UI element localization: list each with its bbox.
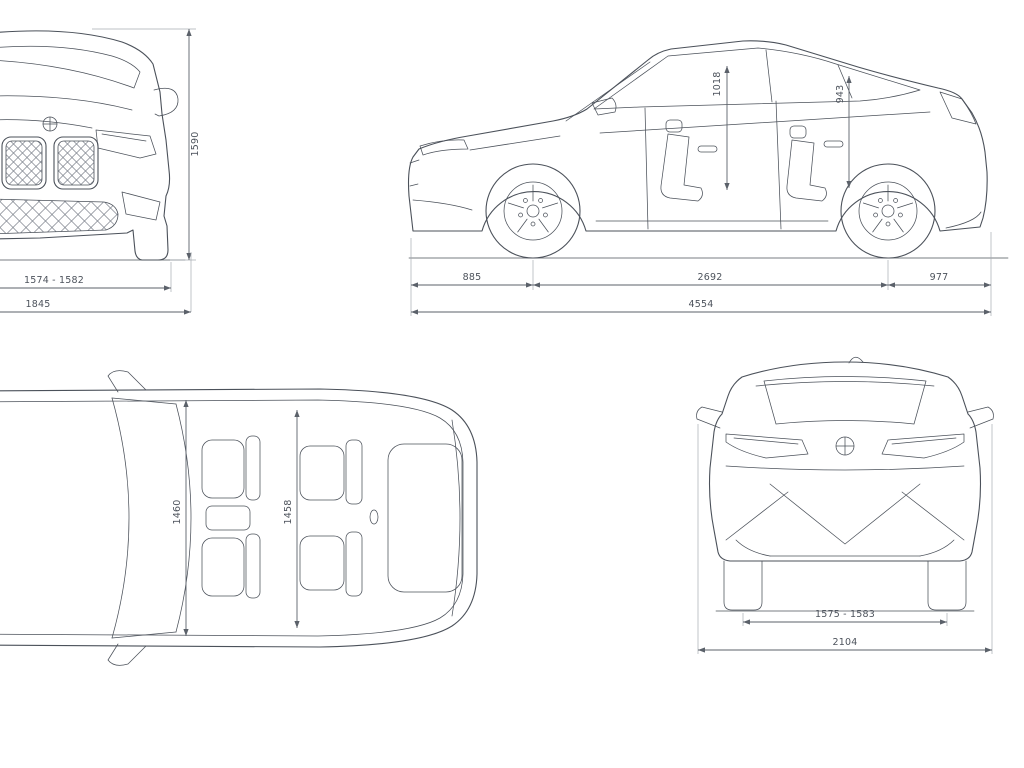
rear-taillight-left bbox=[725, 433, 809, 459]
front-interior-width-label: 1460 bbox=[172, 500, 183, 525]
top-view: 1460 1458 bbox=[0, 370, 478, 666]
front-mirror bbox=[153, 87, 179, 117]
rear-headroom-label: 943 bbox=[835, 85, 846, 104]
rear-track-label: 1575 - 1583 bbox=[815, 609, 875, 620]
top-mirror-left bbox=[107, 370, 147, 393]
front-view: 1590 1574 - 1582 1845 bbox=[0, 28, 201, 315]
hood-creases bbox=[0, 95, 133, 129]
rear-wheel-right bbox=[927, 560, 967, 611]
side-headlight bbox=[419, 139, 469, 156]
top-body-innerline bbox=[0, 399, 464, 637]
lower-intake-mesh bbox=[0, 198, 119, 235]
top-mirror-right bbox=[107, 643, 147, 666]
rear-window bbox=[763, 376, 927, 425]
rear-interior-width-label: 1458 bbox=[283, 500, 294, 525]
side-glass bbox=[593, 47, 921, 110]
tailgate-crease bbox=[725, 465, 965, 471]
rear-overall-width-label: 2104 bbox=[833, 637, 858, 648]
side-dimensions: 885 2692 977 4554 1018 943 bbox=[410, 66, 992, 316]
top-rear-window bbox=[387, 443, 463, 593]
side-view: 885 2692 977 4554 1018 943 bbox=[407, 40, 1009, 316]
rear-door-handle bbox=[823, 140, 844, 148]
lower-trim-right bbox=[121, 191, 161, 221]
center-console bbox=[205, 505, 251, 531]
top-windshield bbox=[111, 397, 192, 639]
rear-wheel-left bbox=[723, 560, 763, 611]
front-dimensions: 1590 1574 - 1582 1845 bbox=[0, 28, 201, 315]
front-body-outline bbox=[0, 30, 171, 261]
front-headlight bbox=[95, 129, 157, 159]
rear-mirror-left bbox=[696, 406, 723, 429]
top-dimensions: 1460 1458 bbox=[172, 400, 300, 636]
front-wheel bbox=[485, 163, 581, 259]
door-lines bbox=[469, 100, 931, 230]
front-headroom-label: 1018 bbox=[712, 72, 723, 97]
rear-view: 1575 - 1583 2104 bbox=[696, 356, 994, 654]
overall-length-label: 4554 bbox=[689, 299, 714, 310]
rear-taillight-right bbox=[881, 433, 965, 459]
rear-mirror-right bbox=[967, 406, 994, 429]
front-fascia-details bbox=[409, 159, 473, 211]
front-windshield bbox=[0, 45, 141, 89]
side-rear-seat bbox=[786, 125, 827, 202]
overall-width-label: 1845 bbox=[26, 299, 51, 310]
antenna-fin bbox=[369, 509, 379, 525]
side-front-seat bbox=[660, 119, 703, 202]
rear-wheel bbox=[840, 163, 936, 259]
rear-dimensions: 1575 - 1583 2104 bbox=[697, 424, 993, 654]
top-front-seats bbox=[201, 435, 261, 599]
vehicle-height-label: 1590 bbox=[190, 132, 201, 157]
wheelbase-label: 2692 bbox=[698, 272, 723, 283]
rear-spoiler-line bbox=[755, 381, 935, 387]
rear-antenna-fin bbox=[848, 356, 864, 364]
bmw-roundel-front bbox=[42, 116, 58, 132]
side-mirror bbox=[591, 97, 617, 116]
pillar-lines bbox=[565, 49, 853, 122]
bmw-roundel-rear bbox=[835, 436, 855, 456]
rear-body-outline bbox=[708, 361, 982, 562]
front-track-label: 1574 - 1582 bbox=[24, 275, 84, 286]
rear-overhang-label: 977 bbox=[930, 272, 949, 283]
rear-diffuser bbox=[725, 483, 965, 557]
front-door-handle bbox=[697, 145, 718, 153]
kidney-grille bbox=[1, 136, 99, 190]
side-body-outline bbox=[407, 40, 988, 232]
front-overhang-label: 885 bbox=[463, 272, 482, 283]
top-body-outline bbox=[0, 388, 478, 648]
side-taillight bbox=[939, 91, 982, 229]
top-tailgate-line bbox=[451, 419, 461, 617]
top-rear-seats bbox=[299, 439, 363, 597]
